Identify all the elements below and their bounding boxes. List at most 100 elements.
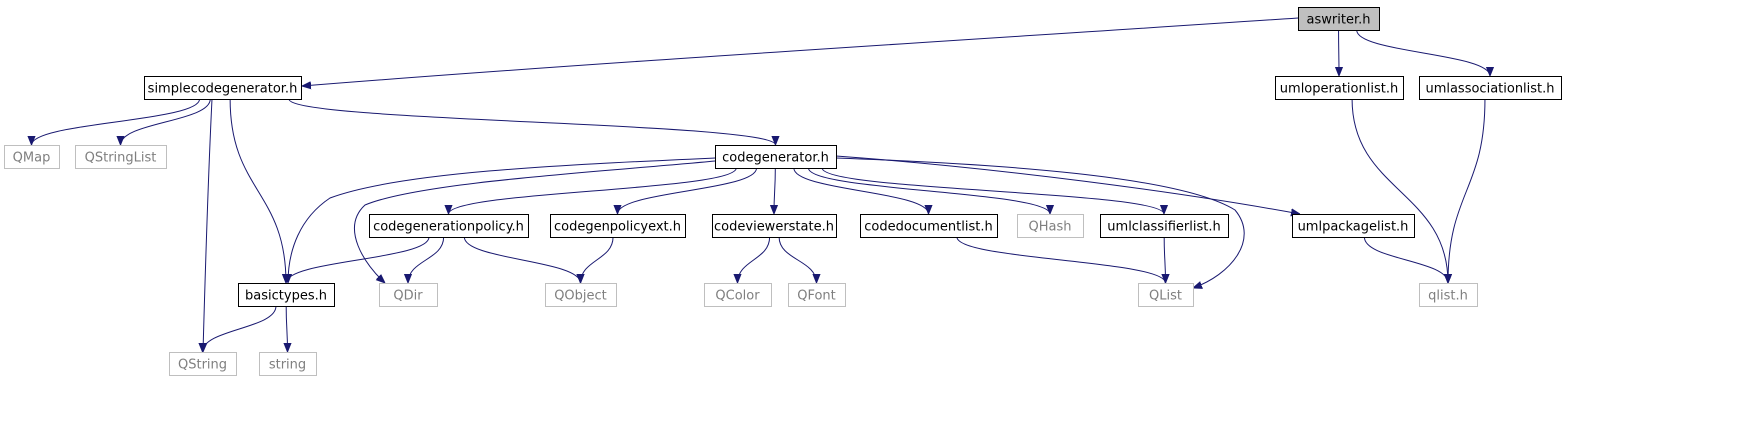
node-box[interactable] — [788, 283, 846, 307]
node-QHash[interactable]: QHash — [1017, 214, 1084, 238]
node-umloperationlist[interactable]: umloperationlist.h — [1275, 76, 1404, 100]
node-box[interactable] — [1100, 214, 1229, 238]
edge-codegenerator-to-umlpackagelist — [835, 155, 1300, 214]
node-box[interactable] — [259, 352, 317, 376]
node-label: string — [269, 358, 306, 373]
node-box[interactable] — [169, 352, 237, 376]
node-box[interactable] — [4, 145, 60, 169]
edge-umlpackagelist-to-qlist — [1363, 236, 1448, 284]
edge-aswriter-to-umlassociationlist — [1356, 29, 1490, 77]
node-label: codeviewerstate.h — [714, 220, 834, 235]
node-label: QMap — [13, 151, 51, 166]
node-basictypes[interactable]: basictypes.h — [238, 283, 335, 307]
node-box[interactable] — [144, 76, 302, 100]
node-QString[interactable]: QString — [169, 352, 237, 376]
node-label: QColor — [715, 289, 760, 304]
node-codegenpolicyext[interactable]: codegenpolicyext.h — [550, 214, 686, 238]
edge-codegenerationpolicy-to-basictypes — [286, 236, 430, 284]
node-label: QFont — [797, 289, 836, 304]
node-box[interactable] — [369, 214, 529, 238]
node-codegenerator[interactable]: codegenerator.h — [715, 145, 837, 169]
edge-codegenerator-to-QList — [835, 157, 1245, 288]
edge-basictypes-to-QString — [203, 305, 277, 353]
node-umlpackagelist[interactable]: umlpackagelist.h — [1292, 214, 1415, 238]
edge-codegenerationpolicy-to-QDir — [408, 236, 445, 284]
node-box[interactable] — [712, 214, 837, 238]
node-label: QDir — [393, 289, 423, 304]
node-qlist[interactable]: qlist.h — [1419, 283, 1478, 307]
node-QMap[interactable]: QMap — [4, 145, 60, 169]
node-box[interactable] — [1419, 76, 1562, 100]
nodes-layer: aswriter.h simplecodegenerator.h umloperat… — [4, 7, 1562, 376]
edges-layer — [32, 17, 1491, 353]
edge-simplecodegenerator-to-QStringList — [121, 98, 211, 146]
edge-codeviewerstate-to-QColor — [738, 236, 771, 284]
node-label: qlist.h — [1428, 289, 1468, 304]
edge-umloperationlist-to-qlist — [1351, 98, 1448, 283]
node-box[interactable] — [550, 214, 686, 238]
node-simplecodegenerator[interactable]: simplecodegenerator.h — [144, 76, 302, 100]
node-umlassociationlist[interactable]: umlassociationlist.h — [1419, 76, 1562, 100]
node-box[interactable] — [715, 145, 837, 169]
edge-codegenerator-to-basictypes — [288, 157, 716, 283]
node-box[interactable] — [545, 283, 617, 307]
edge-aswriter-to-simplecodegenerator — [302, 17, 1299, 86]
edge-codegenpolicyext-to-QObject — [581, 236, 614, 284]
node-label: umlclassifierlist.h — [1107, 220, 1220, 235]
node-QStringList[interactable]: QStringList — [75, 145, 167, 169]
node-codedocumentlist[interactable]: codedocumentlist.h — [860, 214, 998, 238]
node-label: QString — [178, 358, 227, 373]
edge-codegenerator-to-codedocumentlist — [793, 167, 929, 215]
node-label: simplecodegenerator.h — [148, 82, 298, 97]
node-box[interactable] — [1017, 214, 1084, 238]
node-QColor[interactable]: QColor — [704, 283, 772, 307]
node-box[interactable] — [1298, 7, 1380, 31]
edge-umlassociationlist-to-qlist — [1448, 98, 1486, 283]
node-QList[interactable]: QList — [1138, 283, 1194, 307]
node-box[interactable] — [1138, 283, 1194, 307]
node-label: QStringList — [85, 151, 157, 166]
edge-codegenerator-to-QDir — [354, 160, 716, 283]
node-aswriter[interactable]: aswriter.h — [1298, 7, 1380, 31]
node-label: basictypes.h — [245, 289, 327, 304]
node-codegenerationpolicy[interactable]: codegenerationpolicy.h — [369, 214, 529, 238]
edge-codegenerator-to-codeviewerstate — [774, 167, 775, 214]
node-codeviewerstate[interactable]: codeviewerstate.h — [712, 214, 837, 238]
edge-simplecodegenerator-to-basictypes — [229, 98, 286, 283]
node-box[interactable] — [860, 214, 998, 238]
node-QFont[interactable]: QFont — [788, 283, 846, 307]
node-box[interactable] — [1419, 283, 1478, 307]
node-label: codegenerator.h — [722, 151, 829, 166]
node-box[interactable] — [75, 145, 167, 169]
node-string[interactable]: string — [259, 352, 317, 376]
node-box[interactable] — [379, 283, 438, 307]
node-label: QObject — [554, 289, 607, 304]
node-QDir[interactable]: QDir — [379, 283, 438, 307]
node-box[interactable] — [1275, 76, 1404, 100]
node-umlclassifierlist[interactable]: umlclassifierlist.h — [1100, 214, 1229, 238]
edge-codegenerator-to-umlclassifierlist — [821, 167, 1164, 215]
node-label: codegenerationpolicy.h — [373, 220, 524, 235]
edge-codegenerator-to-QHash — [807, 167, 1050, 215]
node-box[interactable] — [704, 283, 772, 307]
edge-codegenerationpolicy-to-QObject — [463, 236, 580, 284]
node-label: codegenpolicyext.h — [554, 220, 681, 235]
node-box[interactable] — [1292, 214, 1415, 238]
edge-codegenerator-to-codegenpolicyext — [618, 167, 758, 215]
edge-simplecodegenerator-to-QString — [203, 98, 213, 352]
edge-simplecodegenerator-to-QMap — [32, 98, 201, 146]
node-label: umloperationlist.h — [1280, 82, 1398, 97]
node-label: codedocumentlist.h — [864, 220, 992, 235]
edge-codegenerator-to-codegenerationpolicy — [449, 167, 737, 215]
node-label: aswriter.h — [1307, 13, 1371, 28]
node-QObject[interactable]: QObject — [545, 283, 617, 307]
node-box[interactable] — [238, 283, 335, 307]
edge-codedocumentlist-to-QList — [956, 236, 1166, 284]
edge-basictypes-to-string — [286, 305, 287, 352]
node-label: QHash — [1029, 220, 1072, 235]
node-label: umlassociationlist.h — [1425, 82, 1554, 97]
edge-simplecodegenerator-to-codegenerator — [288, 98, 776, 146]
node-label: QList — [1149, 289, 1182, 304]
edge-umlclassifierlist-to-QList — [1164, 236, 1165, 283]
